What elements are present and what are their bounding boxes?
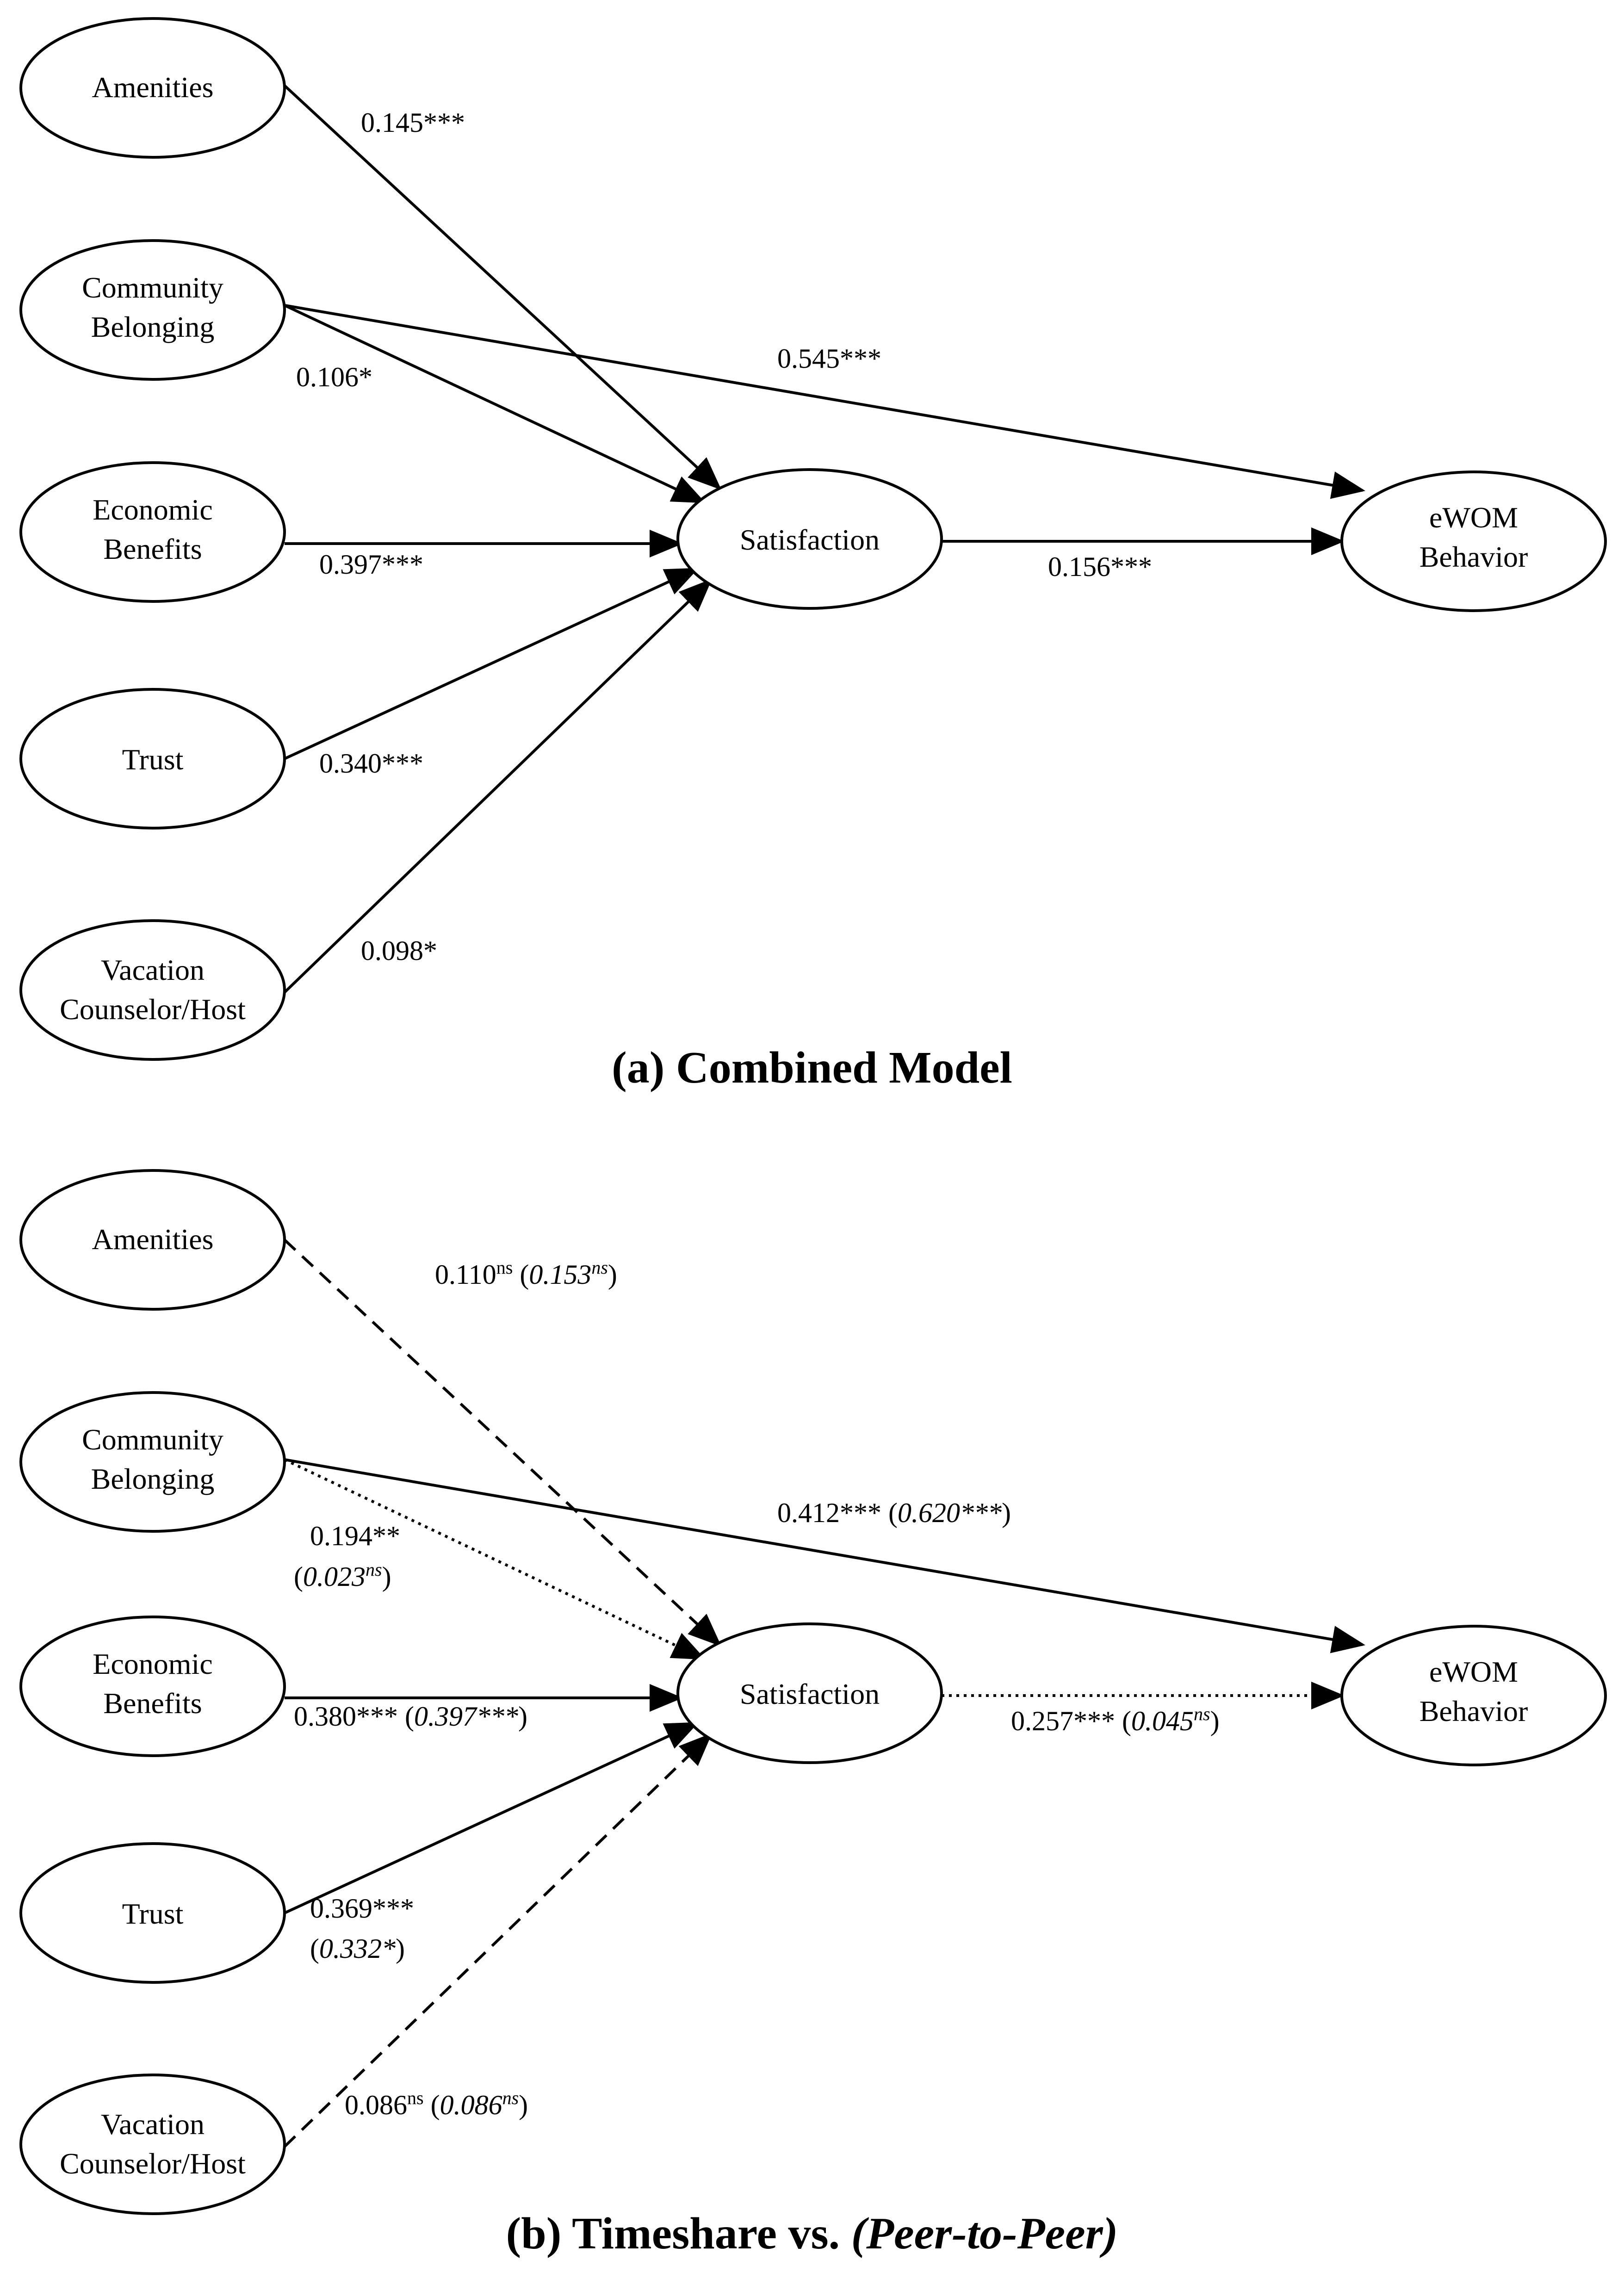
coef-b-community-satisfaction: 0.194** <box>310 1521 400 1551</box>
node-economic-label-line2: Benefits <box>103 532 202 565</box>
edge-b-trust-satisfaction <box>284 1722 699 1914</box>
node-b-satisfaction-label: Satisfaction <box>740 1678 880 1710</box>
node-b-economic-label-line2: Benefits <box>103 1687 202 1720</box>
coef-economic-satisfaction: 0.397*** <box>319 549 423 580</box>
node-vacation-counselor-host: Vacation Counselor/Host <box>19 919 286 1061</box>
node-ewom-label-line1: eWOM <box>1429 501 1518 534</box>
edge-b-vacation-satisfaction <box>283 1733 713 2148</box>
node-b-amenities-label: Amenities <box>92 1223 213 1256</box>
coef-vacation-satisfaction: 0.098* <box>361 935 437 966</box>
node-b-ewom-label-line2: Behavior <box>1419 1695 1528 1727</box>
node-b-ewom-label-line1: eWOM <box>1429 1655 1518 1688</box>
coef-trust-satisfaction: 0.340*** <box>319 748 423 779</box>
coef-b-amenities-satisfaction: 0.110ns (0.153ns) <box>435 1257 617 1290</box>
coef-b-community-ewom: 0.412*** (0.620***) <box>777 1498 1011 1528</box>
node-b-economic-benefits: Economic Benefits <box>19 1616 286 1757</box>
node-community-label-line1: Community <box>82 271 223 304</box>
node-b-amenities: Amenities <box>19 1169 286 1311</box>
node-amenities: Amenities <box>19 17 286 159</box>
panel-b-timeshare-vs-p2p: Amenities Community Belonging Economic B… <box>19 1169 1607 2259</box>
coef-amenities-satisfaction: 0.145*** <box>361 107 465 138</box>
panel-a-combined-model: Amenities Community Belonging Economic B… <box>19 17 1607 1093</box>
edge-b-amenities-satisfaction <box>283 1238 722 1647</box>
node-b-trust-label: Trust <box>122 1897 184 1930</box>
panel-a-caption: (a) Combined Model <box>612 1043 1012 1093</box>
coef-b-trust-satisfaction: 0.369*** <box>310 1893 414 1924</box>
edge-vacation-satisfaction <box>283 578 713 994</box>
node-b-vacation-counselor-host: Vacation Counselor/Host <box>19 2074 286 2215</box>
node-vacation-label-line2: Counselor/Host <box>60 993 246 1026</box>
node-satisfaction-label: Satisfaction <box>740 523 880 556</box>
coef-b-economic-satisfaction: 0.380*** (0.397***) <box>294 1701 527 1732</box>
coef-b-satisfaction-ewom: 0.257*** (0.045ns) <box>1011 1703 1220 1736</box>
coef-satisfaction-ewom: 0.156*** <box>1048 551 1152 582</box>
coef-b-vacation-satisfaction: 0.086ns (0.086ns) <box>345 2087 528 2120</box>
node-trust-label: Trust <box>122 743 184 776</box>
node-b-trust: Trust <box>19 1842 286 1984</box>
node-ewom-behavior: eWOM Behavior <box>1340 470 1607 612</box>
node-b-community-label-line2: Belonging <box>91 1462 215 1495</box>
node-vacation-label-line1: Vacation <box>101 953 205 986</box>
node-b-community-label-line1: Community <box>82 1423 223 1456</box>
node-b-vacation-label-line1: Vacation <box>101 2108 205 2141</box>
coef-community-ewom: 0.545*** <box>777 343 881 374</box>
edge-amenities-satisfaction <box>283 84 722 490</box>
node-economic-benefits: Economic Benefits <box>19 461 286 603</box>
edge-community-satisfaction <box>284 304 706 503</box>
node-b-satisfaction: Satisfaction <box>676 1622 943 1764</box>
node-economic-label-line1: Economic <box>93 493 212 526</box>
panel-b-caption: (b) Timeshare vs. (Peer-to-Peer) <box>506 2209 1118 2259</box>
node-amenities-label: Amenities <box>92 71 213 104</box>
edge-community-ewom <box>284 304 1365 499</box>
node-community-belonging: Community Belonging <box>19 239 286 381</box>
node-b-ewom-behavior: eWOM Behavior <box>1340 1625 1607 1766</box>
edge-b-community-ewom <box>284 1458 1365 1653</box>
node-satisfaction: Satisfaction <box>676 468 943 610</box>
coef-community-satisfaction: 0.106* <box>296 362 372 392</box>
node-trust: Trust <box>19 688 286 830</box>
node-b-vacation-label-line2: Counselor/Host <box>60 2147 246 2180</box>
edge-b-community-satisfaction <box>284 1458 706 1660</box>
coef-b-trust-satisfaction-alt: (0.332*) <box>310 1933 405 1964</box>
node-ewom-label-line2: Behavior <box>1419 540 1528 573</box>
node-community-label-line2: Belonging <box>91 310 215 343</box>
node-b-community-belonging: Community Belonging <box>19 1391 286 1533</box>
coef-b-community-satisfaction-alt: (0.023ns) <box>294 1559 391 1592</box>
edge-trust-satisfaction <box>284 568 699 760</box>
node-b-economic-label-line1: Economic <box>93 1647 212 1680</box>
